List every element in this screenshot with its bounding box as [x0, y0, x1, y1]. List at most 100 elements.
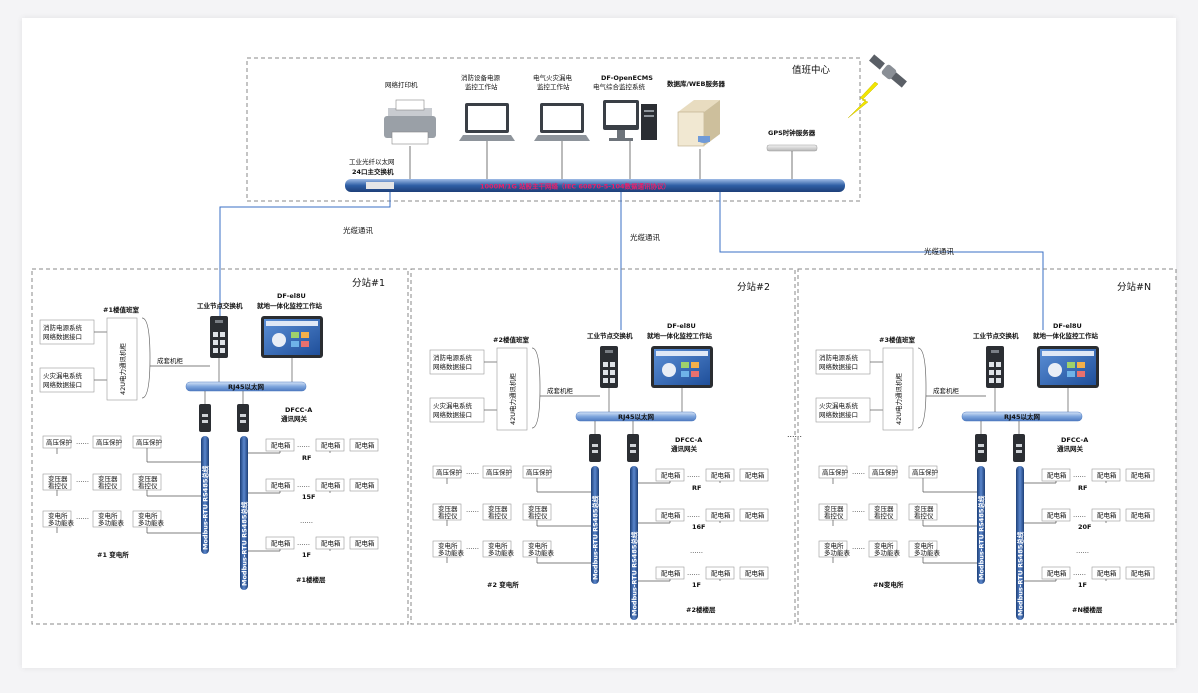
distribution-box-label: 配电箱: [1047, 471, 1067, 480]
device-dots: ……: [852, 543, 865, 551]
distribution-box-label: 配电箱: [1047, 511, 1067, 520]
gateway-label-2: 通讯网关: [281, 414, 308, 423]
rj45-label: RJ45以太网: [1004, 412, 1040, 421]
rs485-bus-a: [201, 436, 209, 554]
signal-bolt-icon: [847, 81, 879, 119]
station-frame: [31, 268, 409, 625]
building-floors-label: #2楼楼层: [686, 605, 716, 614]
workstation-label-1: DF-el8U: [277, 292, 306, 300]
mm-device-label-1: 变电所: [48, 511, 68, 520]
tx-device-label-2: 看控仪: [874, 511, 894, 520]
workstation-label-2: 就地一体化监控工作站: [1033, 331, 1099, 340]
distribution-box-label: 配电箱: [1097, 511, 1117, 520]
tx-device-label-2: 看控仪: [914, 511, 934, 520]
substation-label: #N变电所: [873, 580, 904, 589]
tx-device-label-2: 看控仪: [98, 481, 118, 490]
box-dots: ……: [687, 569, 700, 577]
distribution-box: [1125, 566, 1155, 580]
distribution-box-label: 配电箱: [711, 471, 731, 480]
distribution-box-label: 配电箱: [1131, 511, 1151, 520]
gateway-label-1: DFCC-A: [1061, 436, 1088, 444]
mm-device-label-1: 变电所: [438, 541, 458, 550]
mm-device-label-2: 多功能表: [438, 548, 465, 557]
ecms-workstation-icon: [603, 100, 657, 141]
fire-power-iface-label-2: 网络数据接口: [819, 362, 858, 371]
rs485-bus-a-label: Modbus-RTU RS485总线: [977, 495, 986, 580]
substation-device-box: [92, 510, 122, 528]
main-switch-label-1: 工业光纤以太网: [349, 157, 395, 166]
device-dots: ……: [76, 513, 89, 521]
distribution-box: [1125, 468, 1155, 482]
fire-power-iface-label-2: 网络数据接口: [43, 332, 82, 341]
comm-cabinet-box: [882, 347, 914, 431]
local-workstation-icon: [261, 316, 323, 358]
gateway-a-icon: [199, 404, 211, 432]
tx-device-label-2: 看控仪: [488, 511, 508, 520]
device-dots: ……: [466, 543, 479, 551]
distribution-box: [739, 508, 769, 522]
gateway-b-icon: [1013, 434, 1025, 462]
distribution-box: [739, 468, 769, 482]
hv-protect-label: 高压保护: [96, 438, 122, 447]
duty-room-label: #3楼值班室: [879, 335, 915, 344]
rj45-ethernet-bus: [575, 411, 697, 422]
fire-workstation-icon: [459, 103, 515, 141]
fire-leak-iface-label-2: 网络数据接口: [819, 410, 858, 419]
floor-label: 15F: [302, 493, 316, 501]
building-floors-label: #1楼楼层: [296, 575, 326, 584]
distribution-box-label: 配电箱: [745, 471, 765, 480]
rs485-bus-b-label: Modbus-RTU RS485总线: [630, 531, 639, 616]
node-switch-icon: [210, 316, 228, 358]
distribution-box-label: 配电箱: [745, 569, 765, 578]
station-frame: [797, 268, 1177, 625]
distribution-box-label: 配电箱: [1047, 569, 1067, 578]
control-center-title: 值班中心: [792, 64, 831, 76]
ecms-label-2: 电气综合监控系统: [593, 82, 646, 91]
printer-icon: [384, 99, 436, 145]
local-workstation-icon: [651, 346, 713, 388]
distribution-box-label: 配电箱: [271, 539, 291, 548]
gateway-b-icon: [237, 404, 249, 432]
fire-leak-iface-label-1: 火灾漏电系统: [43, 371, 83, 380]
distribution-box-label: 配电箱: [711, 511, 731, 520]
floor-dots: ……: [690, 547, 703, 555]
rj45-ethernet-bus: [185, 381, 307, 392]
hv-protect-label: 高压保护: [436, 468, 462, 477]
mm-device-label-2: 多功能表: [138, 518, 165, 527]
fire-ws-label-1: 消防设备电源: [461, 73, 501, 82]
ecms-label-1: DF-OpenECMS: [601, 74, 653, 82]
distribution-box-label: 配电箱: [321, 539, 341, 548]
tx-device-label-2: 看控仪: [48, 481, 68, 490]
box-dots: ……: [1073, 471, 1086, 479]
printer-label: 网络打印机: [385, 80, 418, 89]
gps-server-icon: [766, 144, 818, 152]
distribution-box-label: 配电箱: [661, 471, 681, 480]
station-frame: [410, 268, 796, 625]
mm-device-label-1: 变电所: [488, 541, 508, 550]
mm-device-label-2: 多功能表: [98, 518, 125, 527]
duty-room-label: #1楼值班室: [103, 305, 139, 314]
comm-cabinet-label: 42U电力通讯机柜: [118, 342, 127, 395]
screen-cabinet-label: 成套机柜: [933, 386, 960, 395]
mm-device-label-2: 多功能表: [914, 548, 941, 557]
hv-protect-label: 高压保护: [526, 468, 552, 477]
node-switch-label: 工业节点交换机: [973, 331, 1019, 340]
distribution-box-label: 配电箱: [321, 481, 341, 490]
fiber-label-1: 光缆通讯: [343, 225, 373, 235]
mm-device-label-1: 变电所: [914, 541, 934, 550]
mm-device-label-2: 多功能表: [874, 548, 901, 557]
hv-protect-label: 高压保护: [136, 438, 162, 447]
tx-device-label-2: 看控仪: [824, 511, 844, 520]
distribution-box: [1125, 508, 1155, 522]
floor-label: 1F: [1078, 581, 1087, 589]
floor-dots: ……: [1076, 547, 1089, 555]
fire-leak-iface-label-1: 火灾漏电系统: [819, 401, 859, 410]
main-switch-label-2: 24口主交换机: [352, 167, 394, 176]
tx-device-label-1: 变压器: [528, 504, 548, 513]
rs485-bus-b: [1016, 466, 1024, 620]
main-switch-icon: [366, 182, 394, 189]
hv-protect-label: 高压保护: [822, 468, 848, 477]
